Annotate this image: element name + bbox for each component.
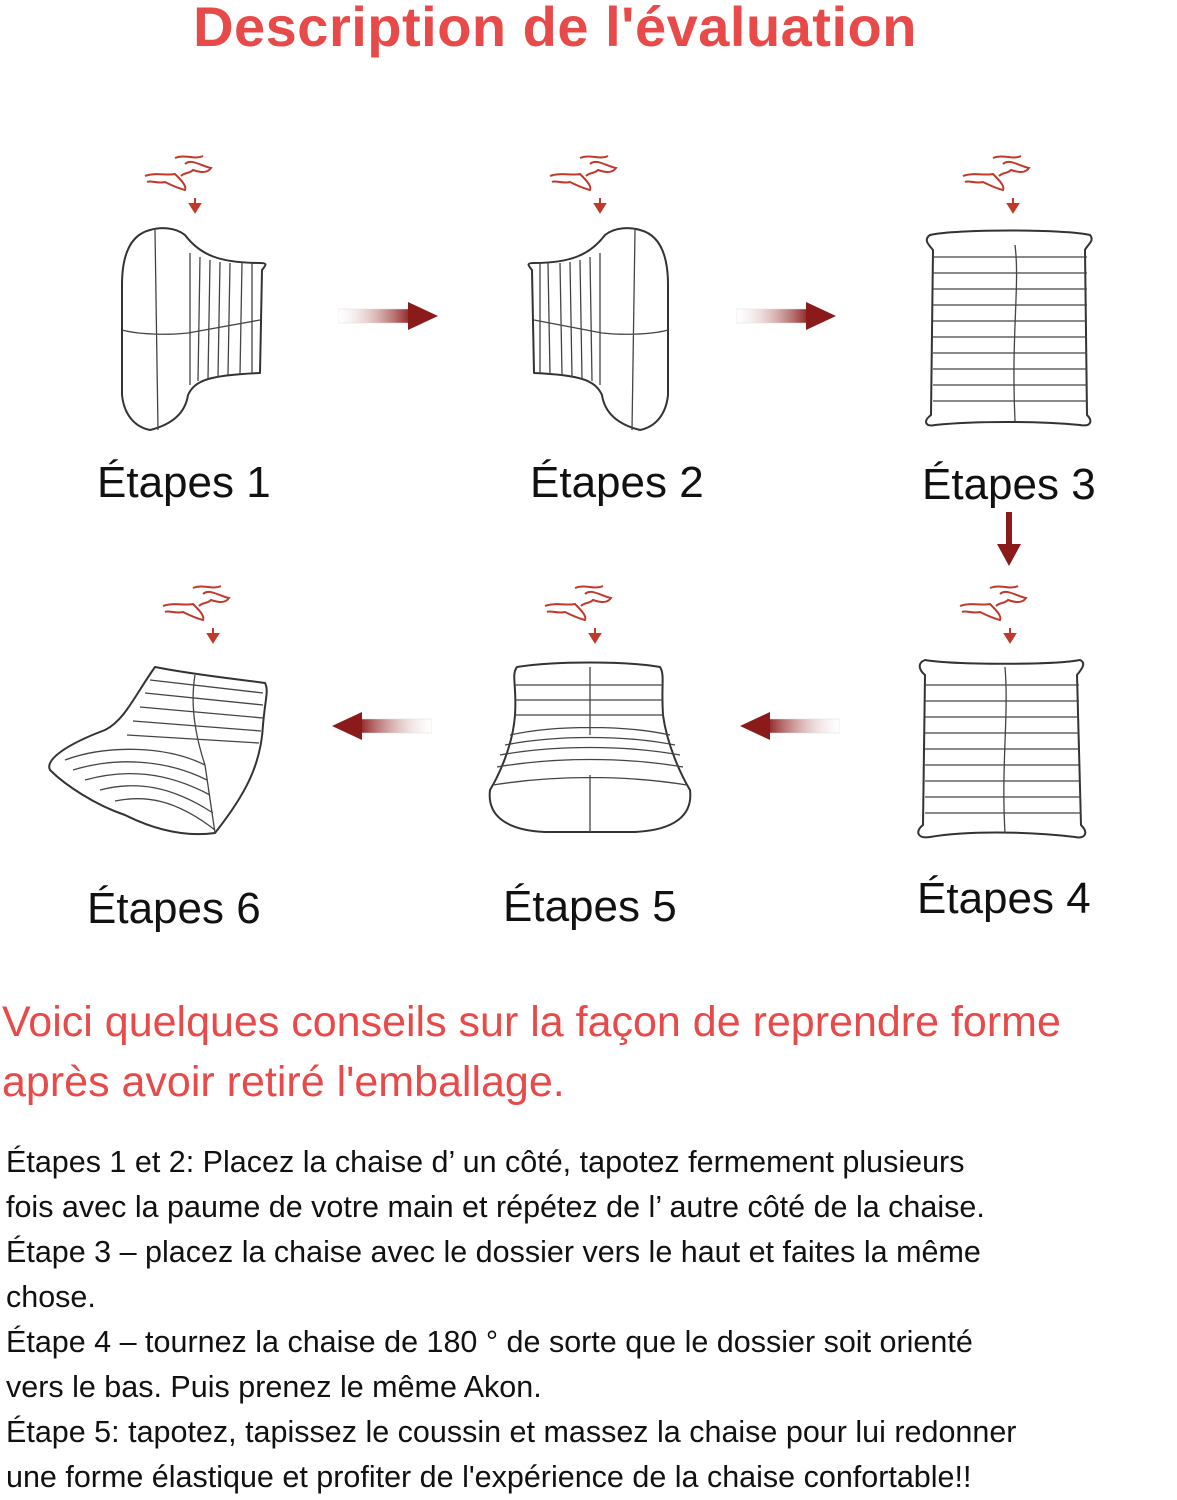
- arrow-right-icon: [338, 302, 438, 330]
- step-4-drawing: [917, 585, 1087, 839]
- step-1-drawing: [121, 155, 267, 431]
- step-3-label: Étapes 3: [922, 460, 1096, 509]
- tips-heading-line: après avoir retiré l'emballage.: [2, 1058, 565, 1106]
- instruction-line: Étapes 1 et 2: Placez la chaise d’ un cô…: [6, 1145, 965, 1179]
- patting-hands-icon: [959, 585, 1027, 643]
- step-5-drawing: [488, 585, 692, 833]
- step-2-drawing: [527, 155, 669, 431]
- instruction-line: Étape 4 – tournez la chaise de 180 ° de …: [6, 1325, 973, 1359]
- step-3-illustration: [915, 145, 1105, 440]
- instruction-line: fois avec la paume de votre main et répé…: [6, 1190, 985, 1224]
- instructions-text: Étapes 1 et 2: Placez la chaise d’ un cô…: [6, 1140, 1016, 1500]
- tips-heading-line: Voici quelques conseils sur la façon de …: [2, 998, 1061, 1046]
- step-1-label: Étapes 1: [97, 458, 271, 507]
- patting-hands-icon: [144, 155, 212, 213]
- instruction-line: une forme élastique et profiter de l'exp…: [6, 1460, 972, 1494]
- step-6-illustration: [45, 575, 275, 845]
- step-2-illustration: [520, 145, 690, 440]
- instruction-line: Étape 3 – placez la chaise avec le dossi…: [6, 1235, 981, 1269]
- step-6-drawing: [48, 585, 268, 836]
- instruction-line: Étape 5: tapotez, tapissez le coussin et…: [6, 1415, 1017, 1449]
- instruction-line: chose.: [6, 1280, 96, 1314]
- instruction-line: vers le bas. Puis prenez le même Akon.: [6, 1370, 542, 1404]
- arrow-right-icon: [736, 302, 836, 330]
- patting-hands-icon: [162, 585, 230, 643]
- patting-hands-icon: [549, 155, 617, 213]
- step-4-label: Étapes 4: [917, 874, 1091, 923]
- step-6-label: Étapes 6: [87, 884, 261, 933]
- step-2-label: Étapes 2: [530, 458, 704, 507]
- step-3-drawing: [925, 155, 1093, 427]
- patting-hands-icon: [962, 155, 1030, 213]
- tips-heading: Voici quelques conseils sur la façon de …: [2, 992, 1061, 1112]
- step-5-label: Étapes 5: [503, 882, 677, 931]
- page-title: Description de l'évaluation: [193, 0, 917, 58]
- arrow-left-icon: [332, 712, 432, 740]
- step-1-illustration: [110, 145, 280, 440]
- patting-hands-icon: [544, 585, 612, 643]
- step-4-illustration: [905, 575, 1095, 850]
- step-5-illustration: [485, 575, 695, 845]
- arrow-left-icon: [740, 712, 840, 740]
- arrow-down-icon: [997, 512, 1021, 566]
